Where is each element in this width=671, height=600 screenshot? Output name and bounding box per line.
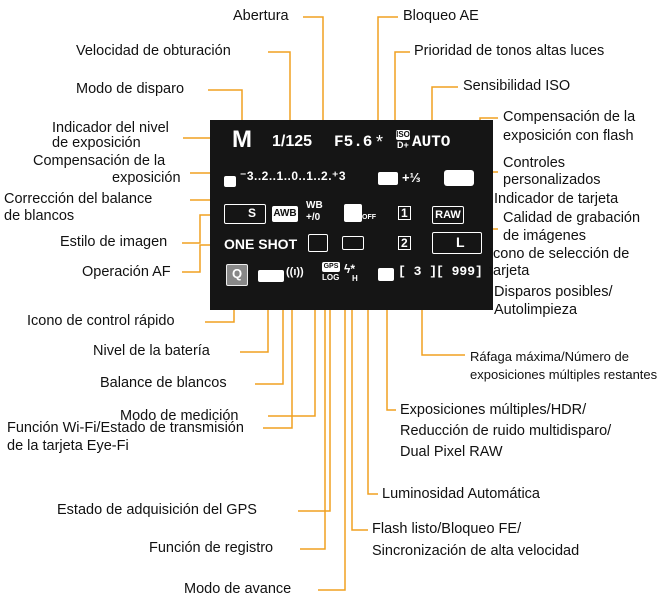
label-gps: Estado de adquisición del GPS — [57, 502, 257, 518]
label-prioridad: Prioridad de tonos altas luces — [414, 43, 605, 59]
label-comp-flash-2: exposición con flash — [503, 128, 634, 144]
max-burst-value: [ 3 ] — [398, 264, 438, 279]
ae-lock-icon: * — [376, 132, 384, 152]
multiple-exposure-slot — [342, 236, 364, 250]
label-registro: Función de registro — [149, 540, 274, 556]
label-correccion-1: Corrección del balance — [4, 191, 153, 207]
label-indicador-2: de exposición — [52, 135, 141, 151]
flash-exposure-comp-icon — [378, 172, 398, 185]
label-abertura: Abertura — [233, 8, 289, 24]
shutter-speed-value: 1/125 — [272, 133, 313, 150]
iso-value: AUTO — [412, 133, 451, 151]
wb-correction-icon: WB — [306, 200, 323, 211]
aperture-value: F5.6 — [334, 133, 373, 151]
flash-comp-value: +⅓ — [402, 170, 421, 185]
label-comp-exp-2: exposición — [112, 170, 181, 186]
drive-mode-icon — [378, 268, 394, 281]
auto-lighting-optimizer-icon — [344, 204, 362, 222]
highlight-tone-priority-icon: D+ — [397, 140, 409, 150]
wifi-icon: ((ı)) — [286, 266, 304, 278]
label-correccion-2: de blancos — [4, 208, 75, 224]
label-nivel-bateria: Nivel de la batería — [93, 343, 210, 359]
alo-off-label: OFF — [362, 214, 376, 221]
wb-correction-value: +/0 — [306, 212, 321, 223]
high-speed-sync-icon: H — [352, 274, 358, 283]
metering-mode-icon — [308, 234, 328, 252]
exposure-level-scale: ⁻3..2..1..0..1..2.⁺3 — [240, 169, 347, 183]
label-indicador-1: Indicador del nivel — [52, 120, 169, 136]
label-modo-disparo: Modo de disparo — [76, 81, 185, 97]
label-calidad-1: Calidad de grabación — [503, 210, 641, 226]
label-flash-2: Sincronización de alta velocidad — [372, 543, 580, 559]
awb-icon: AWB — [272, 206, 298, 222]
gps-icon: GPS — [322, 262, 340, 272]
label-avance: Modo de avance — [184, 581, 292, 597]
label-velocidad: Velocidad de obturación — [76, 43, 231, 59]
label-medicion: Modo de medición — [120, 408, 239, 424]
label-comp-exp-1: Compensación de la — [33, 153, 166, 169]
quick-control-button — [226, 264, 248, 286]
label-expo-mult-3: Dual Pixel RAW — [400, 444, 503, 460]
label-ind-tarjeta: Indicador de tarjeta — [494, 191, 619, 207]
label-iso: Sensibilidad ISO — [463, 78, 571, 94]
label-bloqueo-ae: Bloqueo AE — [403, 8, 479, 24]
raw-quality: RAW — [432, 206, 464, 224]
log-icon: LOG — [322, 273, 340, 282]
camera-info-screen: M 1/125 F5.6 * ISO D+ AUTO ⁻3..2..1..0..… — [210, 120, 493, 310]
label-disparos-1: Disparos posibles/ — [494, 284, 613, 300]
picture-style-value: S — [248, 206, 257, 220]
label-control-rapido: Icono de control rápido — [27, 313, 175, 329]
picture-style-box — [224, 204, 266, 224]
label-rafaga-2: exposiciones múltiples restantes — [470, 367, 658, 382]
label-luminosidad: Luminosidad Automática — [382, 486, 540, 502]
shooting-mode-value: M — [232, 126, 252, 153]
battery-level-icon — [258, 270, 284, 282]
custom-controls-icon — [444, 170, 474, 186]
jpeg-quality-value: L — [456, 234, 465, 250]
label-rafaga-1: Ráfaga máxima/Número de — [470, 349, 629, 364]
label-expo-mult-1: Exposiciones múltiples/HDR/ — [400, 402, 587, 418]
label-wifi-1: Función Wi-Fi/Estado de transmisión — [7, 420, 244, 436]
label-estilo: Estilo de imagen — [60, 234, 168, 250]
label-expo-mult-2: Reducción de ruido multidisparo/ — [400, 423, 612, 439]
label-disparos-2: Autolimpieza — [494, 302, 578, 318]
label-controles-1: Controles — [503, 155, 566, 171]
label-icono-sel-1: Icono de selección de — [489, 246, 630, 262]
card-selection-icon: 2 — [398, 236, 411, 250]
label-comp-flash-1: Compensación de la — [503, 109, 636, 125]
iso-badge: ISO — [396, 130, 410, 140]
quick-control-label: Q — [232, 266, 243, 281]
flash-ready-icon: ϟ* — [344, 262, 356, 276]
label-operacion-af: Operación AF — [82, 264, 171, 280]
card-indicator: 1 — [398, 206, 411, 220]
exposure-comp-icon — [224, 176, 236, 187]
label-balance: Balance de blancos — [100, 375, 227, 391]
quality-box — [432, 232, 482, 254]
label-wifi-2: de la tarjeta Eye-Fi — [7, 438, 129, 454]
label-controles-2: personalizados — [503, 172, 601, 188]
af-operation-value: ONE SHOT — [224, 236, 298, 252]
label-icono-sel-2: tarjeta — [489, 263, 530, 279]
label-flash-1: Flash listo/Bloqueo FE/ — [372, 521, 522, 537]
shots-remaining-value: [ 999] — [436, 264, 483, 279]
label-calidad-2: de imágenes — [503, 228, 587, 244]
